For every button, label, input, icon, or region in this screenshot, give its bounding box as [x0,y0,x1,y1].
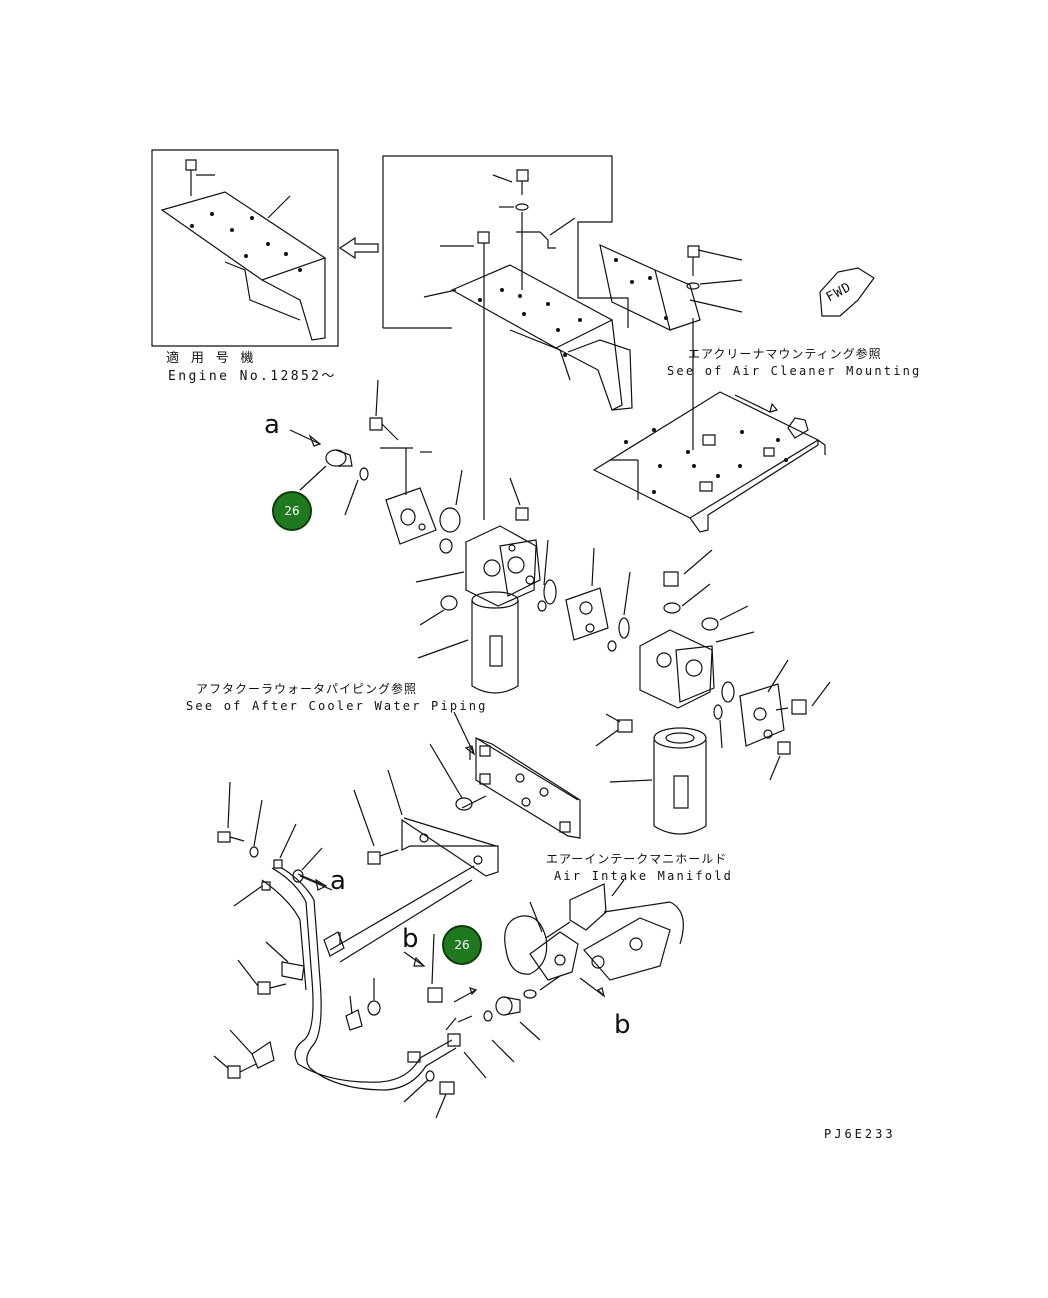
after-cooler-label-en: See of After Cooler Water Piping [186,699,488,713]
air-cleaner-label-jp: エアクリーナマウンティング参照 [688,347,882,361]
filter-head-1 [300,380,630,693]
air-cleaner-bracket [594,245,874,532]
ref-letter-b-left: b [402,924,419,954]
mounting-plates [300,712,580,890]
pipes [214,782,486,1118]
ref-letter-b-right: b [614,1010,631,1040]
filter-head-2 [596,550,830,834]
part-callout-badge[interactable]: 26 [442,925,482,965]
intake-manifold [458,880,683,1062]
ref-letter-a-top: a [264,410,280,440]
after-cooler-label-jp: アフタクーラウォータパイピング参照 [196,682,418,696]
inset-label-en: Engine No.12852～ [168,369,337,384]
inset-label-jp: 適 用 号 機 [166,351,256,366]
intake-label-jp: エアーインテークマニホールド [546,852,728,866]
inset-panel [152,150,378,346]
bracket-outline [383,156,632,520]
intake-label-en: Air Intake Manifold [554,869,734,883]
part-callout-badge[interactable]: 26 [272,491,312,531]
drawing-code: PJ6E233 [824,1127,896,1141]
ref-letter-a-mid: a [330,866,346,896]
ref-arrows [290,430,424,966]
air-cleaner-label-en: See of Air Cleaner Mounting [667,364,922,378]
